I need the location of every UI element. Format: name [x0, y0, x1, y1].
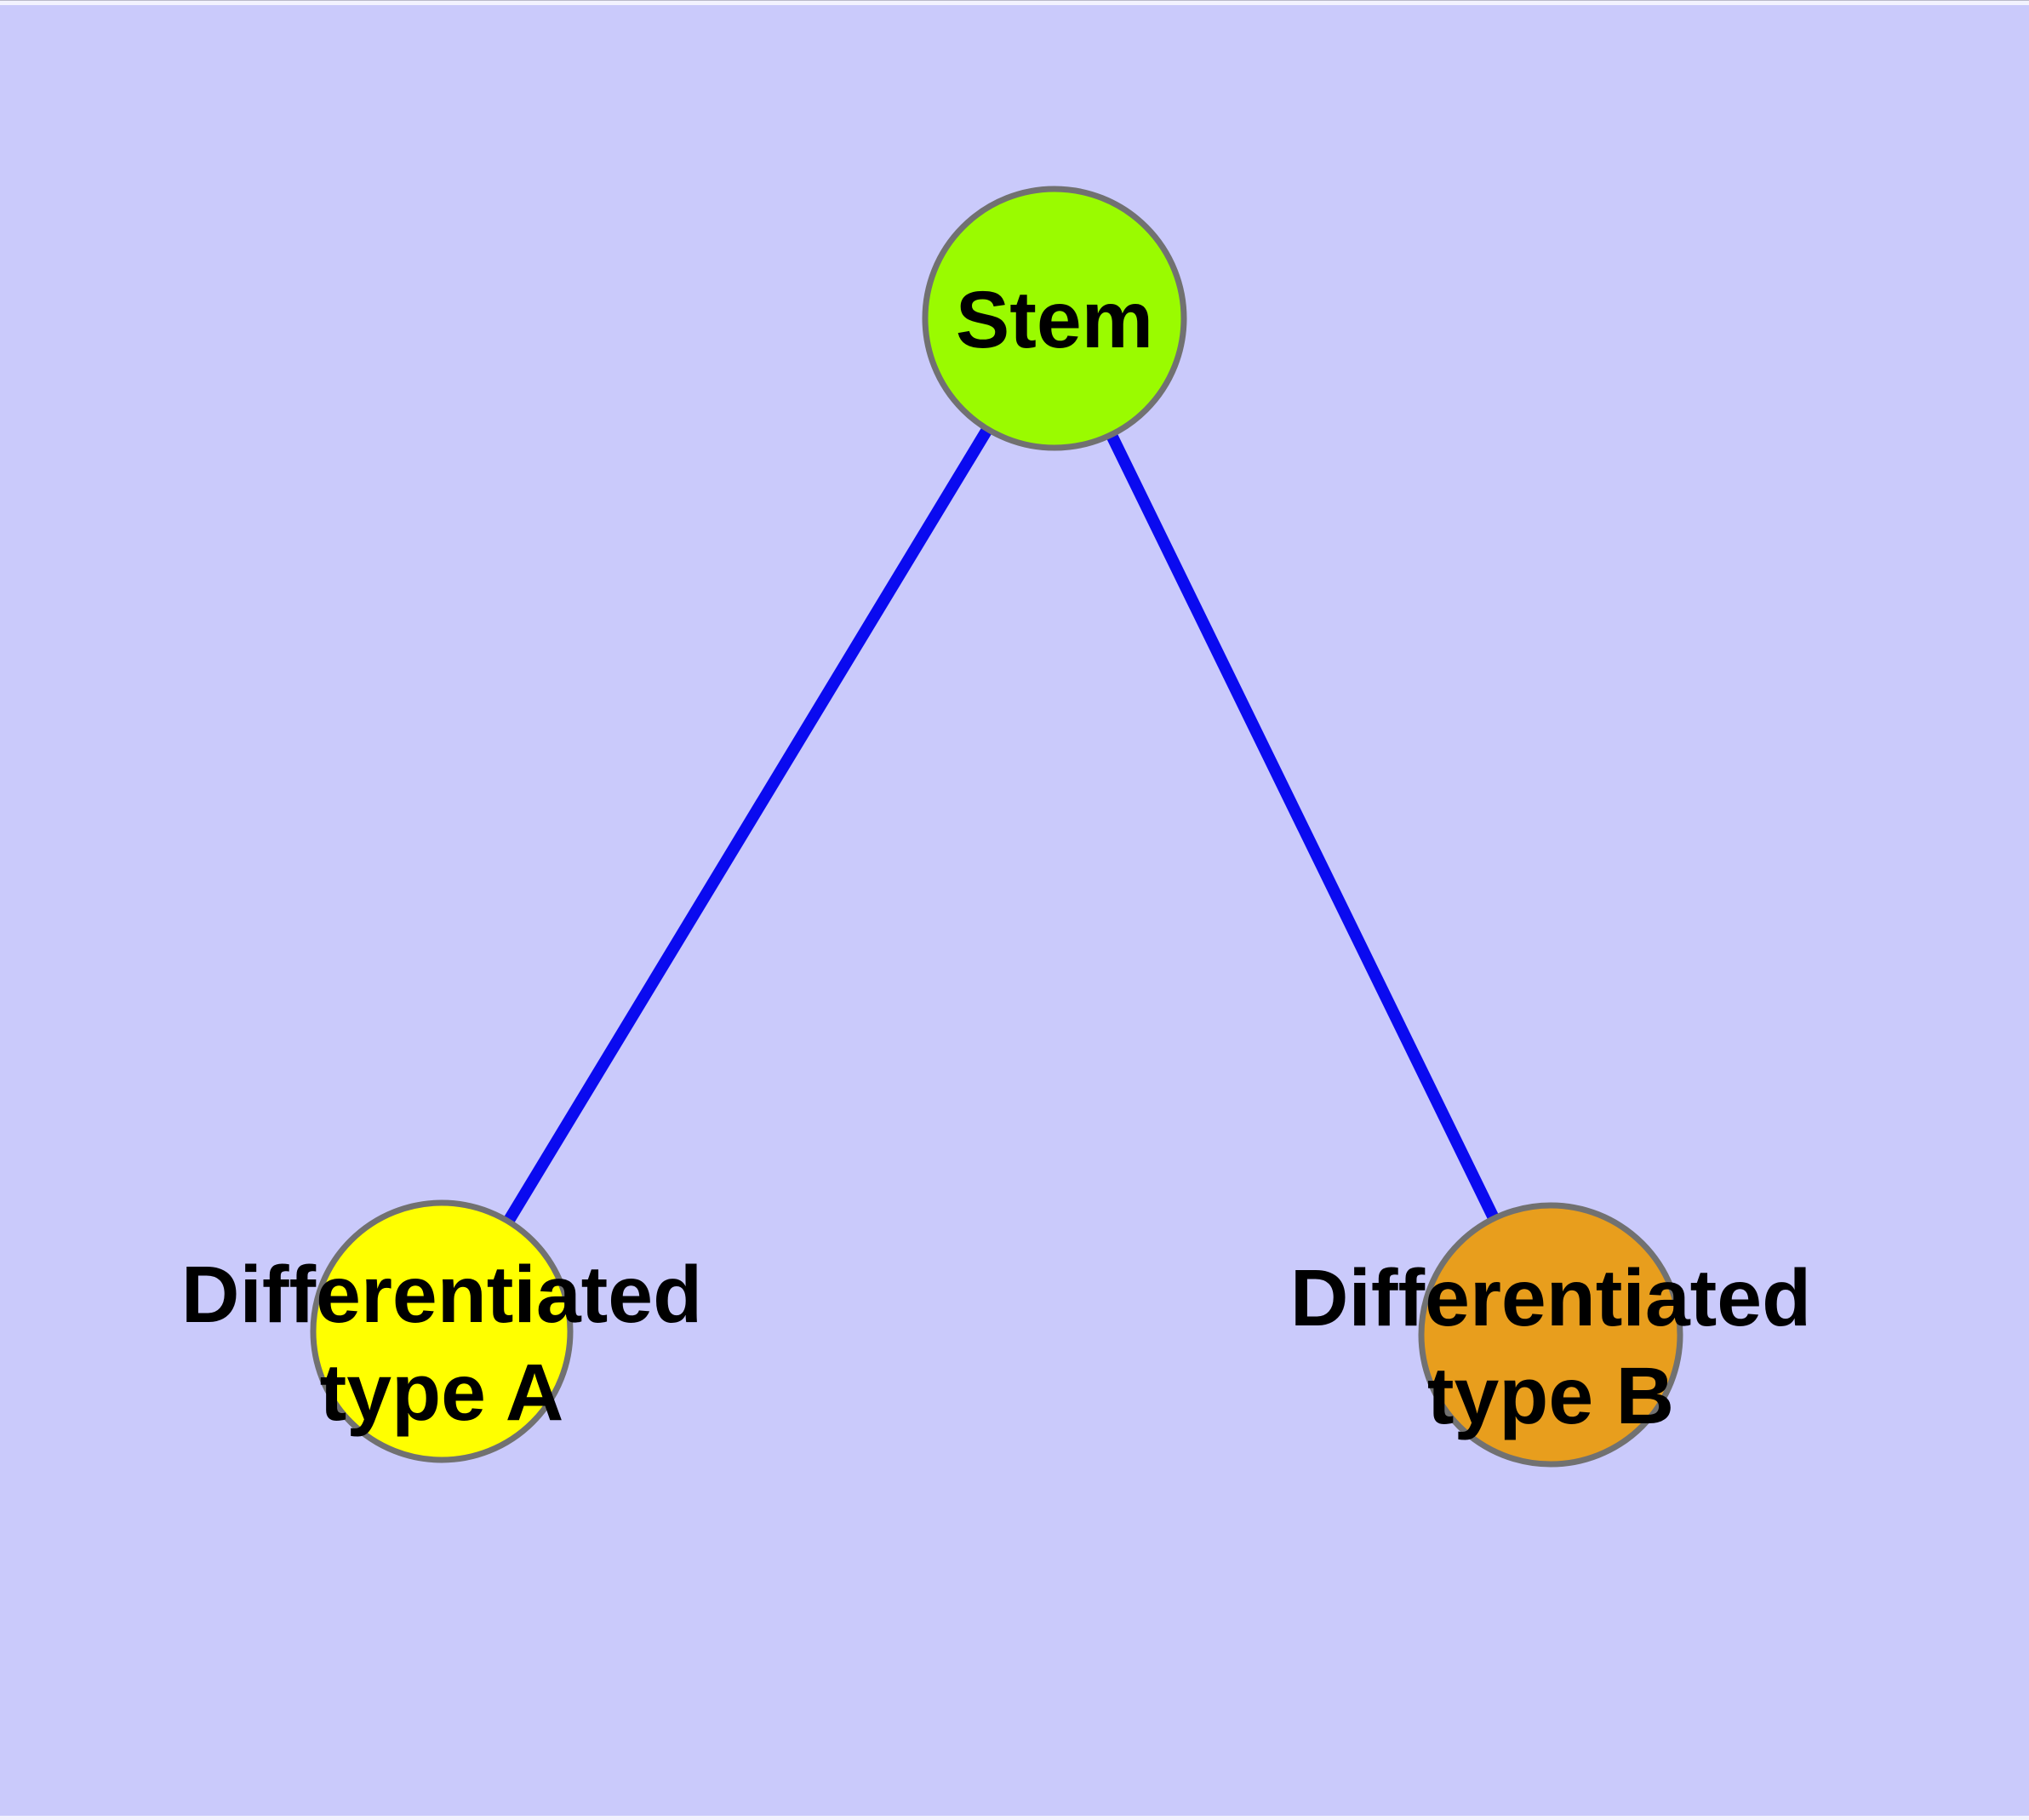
window-bottom-edge	[0, 1816, 2029, 1820]
node-stem[interactable]: Stem	[922, 186, 1187, 451]
node-stem-label: Stem	[956, 275, 1153, 365]
edge-stem-to-type-a[interactable]	[437, 315, 1060, 1335]
node-type-a-circle[interactable]	[310, 1199, 574, 1463]
node-type-b-circle[interactable]	[1418, 1202, 1683, 1468]
node-differentiated-type-a[interactable]: Differentiated type A	[181, 1199, 702, 1463]
window-top-edge	[0, 0, 2029, 5]
node-type-a-label-line1: Differentiated	[181, 1250, 702, 1340]
node-type-a-label-line2: type A	[320, 1348, 564, 1438]
node-stem-circle[interactable]	[922, 186, 1187, 451]
node-type-b-label-line1: Differentiated	[1290, 1253, 1811, 1343]
node-differentiated-type-b[interactable]: Differentiated type B	[1290, 1202, 1811, 1468]
node-type-b-label-line2: type B	[1427, 1351, 1674, 1441]
edge-stem-to-type-b[interactable]	[1049, 315, 1557, 1338]
